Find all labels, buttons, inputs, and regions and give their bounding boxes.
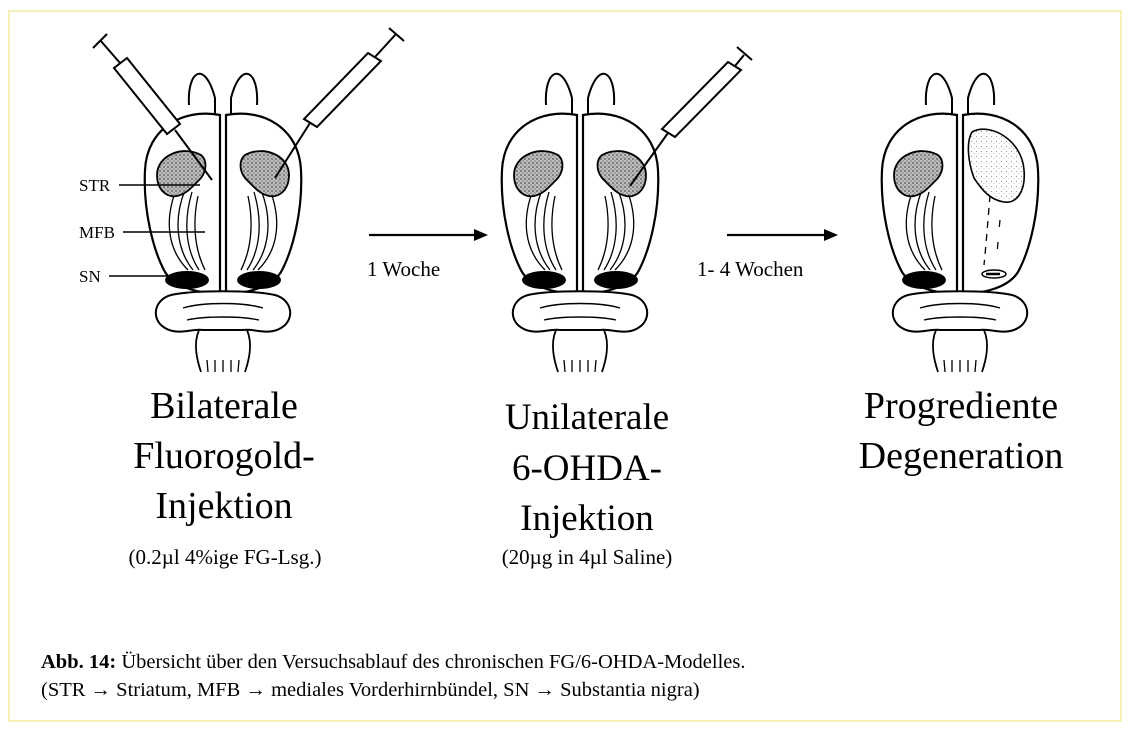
label-str: STR xyxy=(79,176,111,195)
brain-panel-2 xyxy=(502,74,659,372)
transition-arrow-2: 1- 4 Wochen xyxy=(697,229,838,281)
brain-panel-3 xyxy=(882,74,1039,372)
transition-label-1: 1 Woche xyxy=(367,257,440,281)
caption-line-1: Übersicht über den Versuchsablauf des ch… xyxy=(116,651,745,673)
transition-label-2: 1- 4 Wochen xyxy=(697,257,804,281)
label-sn: SN xyxy=(79,267,101,286)
caption-line-2: (STR → Striatum, MFB → mediales Vorderhi… xyxy=(41,679,700,701)
transition-arrow-1: 1 Woche xyxy=(367,229,488,281)
step-3-title-line-2: Degeneration xyxy=(859,435,1064,477)
step-3-title: Progrediente Degeneration xyxy=(859,385,1064,477)
step-2-title-line-1: Unilaterale xyxy=(505,397,669,438)
step-1-detail: (0.2µl 4%ige FG-Lsg.) xyxy=(129,545,322,569)
step-2-title: Unilaterale 6-OHDA- Injektion (20µg in 4… xyxy=(502,397,673,569)
step-1-title: Bilaterale Fluorogold- Injektion (0.2µl … xyxy=(129,385,322,569)
step-1-title-line-2: Fluorogold- xyxy=(133,435,315,477)
label-mfb: MFB xyxy=(79,223,115,242)
step-1-title-line-1: Bilaterale xyxy=(150,385,298,427)
step-2-title-line-2: 6-OHDA- xyxy=(512,448,662,489)
step-2-detail: (20µg in 4µl Saline) xyxy=(502,545,673,569)
step-1-title-line-3: Injektion xyxy=(155,485,292,527)
step-3-title-line-1: Progrediente xyxy=(864,385,1058,427)
caption-label: Abb. 14: xyxy=(41,651,116,673)
figure-caption: Abb. 14: Übersicht über den Versuchsabla… xyxy=(41,648,1093,704)
step-2-title-line-3: Injektion xyxy=(520,498,654,539)
